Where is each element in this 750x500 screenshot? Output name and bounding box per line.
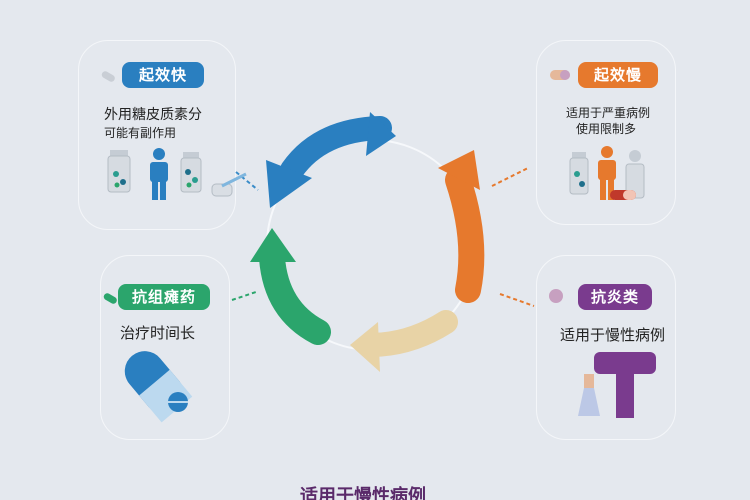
desc-slow-acting-1: 适用于严重病例 — [566, 106, 651, 120]
person-icon — [598, 146, 616, 200]
desc-anti-inflammatory-1: 适用于慢性病例 — [560, 326, 666, 344]
connector-bottom-right — [499, 293, 535, 307]
capsule-mini-icon — [101, 71, 115, 82]
badge-antihistamine: 抗组瘫药 — [118, 284, 210, 310]
tablet-icon — [168, 392, 188, 412]
panel-antihistamine — [100, 255, 230, 440]
pill-bottle-icon — [625, 150, 645, 199]
connector-bottom-left — [231, 291, 257, 301]
capsule-mini-icon — [550, 70, 570, 80]
bottom-title: 适用于慢性病例 — [300, 486, 426, 500]
connector-top-right — [491, 167, 529, 187]
pill-bottle-icon — [569, 152, 589, 195]
connector-top-left — [235, 171, 259, 191]
arrow-blue — [266, 112, 396, 208]
badge-slow-acting: 起效慢 — [578, 62, 658, 88]
desc-fast-acting-1: 外用糖皮质素分 — [104, 107, 202, 123]
panel-fast-acting — [78, 40, 236, 230]
panel-slow-acting — [536, 40, 676, 225]
dropper-icon — [211, 172, 247, 197]
pill-bottle-icon — [180, 152, 202, 193]
arrow-orange — [438, 150, 485, 303]
person-icon — [150, 148, 168, 200]
capsule-icon — [610, 190, 636, 200]
desc-antihistamine-1: 治疗时间长 — [120, 324, 196, 342]
arrow-beige — [350, 310, 458, 372]
pill-bottle-icon — [107, 150, 131, 193]
desc-slow-acting-2: 使用限制多 — [576, 122, 637, 136]
panel-anti-inflammatory — [536, 255, 676, 440]
desc-fast-acting-2: 可能有副作用 — [104, 126, 177, 140]
badge-anti-inflammatory: 抗炎类 — [578, 284, 652, 310]
inhaler-icon — [578, 352, 656, 418]
arrow-green — [250, 228, 331, 345]
capsule-mini-icon — [549, 289, 563, 303]
badge-fast-acting: 起效快 — [122, 62, 204, 88]
capsule-mini-icon — [103, 293, 117, 304]
